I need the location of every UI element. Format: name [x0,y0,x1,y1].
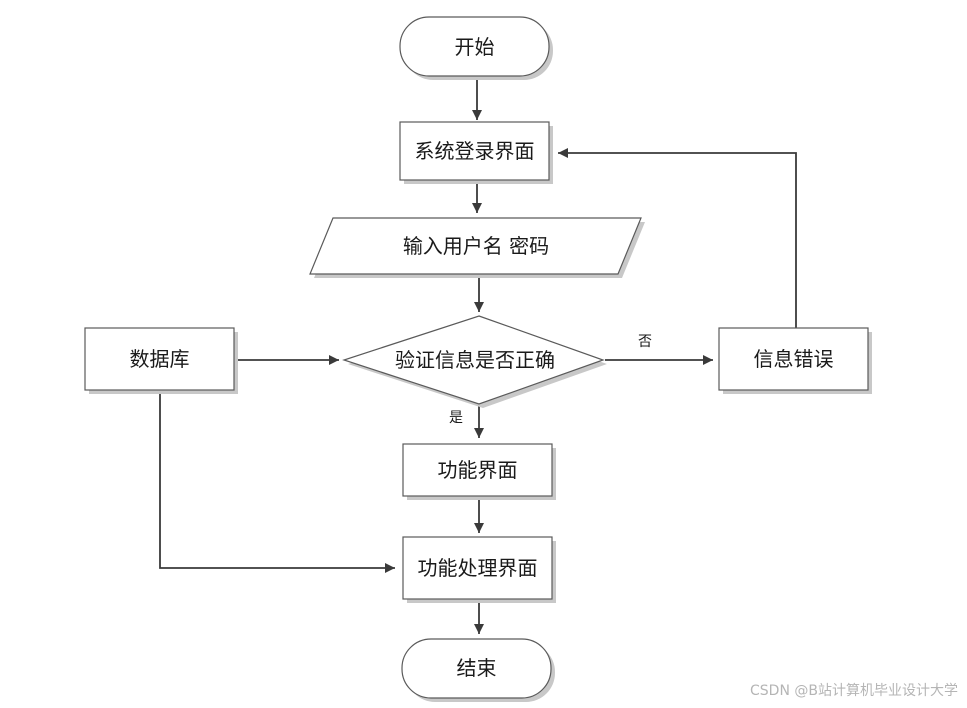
edge-label-no: 否 [638,334,652,350]
edges [159,78,797,634]
verify-info-label: 验证信息是否正确 [395,348,555,372]
function-page-node: 功能界面 [402,443,556,500]
end-label: 结束 [457,656,497,680]
info-error-label: 信息错误 [754,347,834,371]
verify-info-node: 验证信息是否正确 [342,315,607,408]
function-process-page-node: 功能处理界面 [402,536,556,603]
function-process-page-label: 功能处理界面 [418,556,538,580]
start-node: 开始 [399,16,553,80]
edge-label-yes: 是 [449,410,463,426]
watermark-text: CSDN @B站计算机毕业设计大学 [750,683,958,699]
end-node: 结束 [401,638,555,702]
start-label: 开始 [455,35,495,59]
database-node: 数据库 [84,327,238,394]
function-page-label: 功能界面 [438,458,518,482]
login-page-label: 系统登录界面 [415,139,535,163]
input-credentials-label: 输入用户名 密码 [403,234,549,258]
edge-error-to-login [558,148,797,328]
database-label: 数据库 [130,347,190,371]
info-error-node: 信息错误 [718,327,872,394]
edge-database-to-process [159,392,395,573]
input-credentials-node: 输入用户名 密码 [309,217,645,278]
login-page-node: 系统登录界面 [399,121,553,184]
